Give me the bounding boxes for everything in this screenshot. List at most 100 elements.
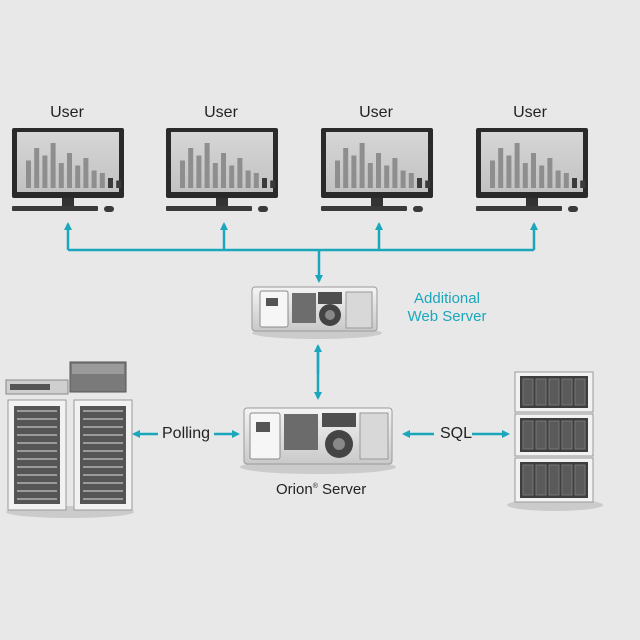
monitor-chart-bar [99, 173, 105, 188]
monitor-chart-bar [237, 158, 243, 188]
monitor-chart-bar [196, 155, 202, 188]
user-bus-connectors [64, 222, 538, 283]
monitor-chart-bar [539, 165, 545, 188]
monitor-chart-bar [91, 170, 97, 188]
db-drive-bay [548, 464, 560, 496]
db-drive-bay [574, 378, 586, 406]
rack-drive-slot [17, 458, 57, 460]
rack-drive-slot [83, 466, 123, 468]
rack-drive-slot [83, 450, 123, 452]
monitor-chart-bar [490, 160, 495, 188]
rack-drive-slot [17, 474, 57, 476]
db-drive-bay [574, 420, 586, 450]
additional-web-server-label: Additional Web Server [392, 290, 502, 326]
rack-drive-slot [83, 458, 123, 460]
rack-drive-slot [17, 450, 57, 452]
monitor-chart-bar [50, 143, 56, 188]
rack-drive-slot [17, 426, 57, 428]
monitor-4 [476, 128, 588, 212]
network-devices-icon [5, 361, 134, 518]
monitor-chart-bar [245, 170, 251, 188]
rack-drive-slot [83, 442, 123, 444]
monitor-1 [12, 128, 124, 212]
monitor-chart-bar [116, 180, 122, 188]
db-drive-bay [561, 420, 573, 450]
monitor-chart-bar [522, 163, 528, 188]
database-server-icon [507, 371, 603, 511]
db-drive-bay [574, 464, 586, 496]
monitor-chart-bar [580, 180, 586, 188]
rack-drive-slot [17, 442, 57, 444]
monitor-2 [166, 128, 278, 212]
monitor-chart-bar [408, 173, 414, 188]
monitor-chart-bar [376, 153, 381, 188]
rack-drive-slot [17, 466, 57, 468]
monitor-chart-bar [425, 180, 431, 188]
monitor-chart-bar [514, 143, 520, 188]
user-workstations [12, 128, 588, 212]
db-drive-bay [522, 464, 534, 496]
monitor-chart-bar [563, 173, 569, 188]
db-drive-bay [548, 378, 560, 406]
db-drive-bay [535, 378, 547, 406]
registered-mark: ® [312, 483, 318, 490]
monitor-chart-bar [359, 143, 365, 188]
orion-server-icon [240, 407, 396, 474]
monitor-chart-bar [335, 160, 340, 188]
orion-suffix: Server [317, 481, 367, 498]
web-server-label-line1: Additional [414, 290, 480, 307]
monitor-chart-bar [83, 158, 89, 188]
sql-label: SQL [440, 425, 473, 442]
rack-drive-slot [83, 410, 123, 412]
rack-drive-slot [17, 482, 57, 484]
rack-drive-slot [17, 498, 57, 500]
rack-drive-slot [83, 482, 123, 484]
monitor-chart-bar [188, 148, 194, 188]
monitor-chart-bar [417, 178, 422, 188]
db-drive-bay [522, 420, 534, 450]
rack-drive-slot [83, 498, 123, 500]
monitor-chart-bar [547, 158, 553, 188]
user-label-2: User [204, 104, 238, 121]
rack-drive-slot [17, 490, 57, 492]
user-label-4: User [513, 104, 547, 121]
monitor-chart-bar [67, 153, 72, 188]
monitor-chart-bar [270, 180, 276, 188]
monitor-chart-bar [108, 178, 113, 188]
additional-web-server-icon [251, 286, 382, 339]
rack-drive-slot [83, 418, 123, 420]
rack-drive-slot [17, 410, 57, 412]
monitor-chart-bar [262, 178, 267, 188]
monitor-chart-bar [392, 158, 398, 188]
monitor-chart-bar [42, 155, 48, 188]
monitor-chart-bar [555, 170, 561, 188]
orion-name: Orion [276, 481, 313, 498]
monitor-3 [321, 128, 433, 212]
monitor-chart-bar [384, 165, 390, 188]
monitor-chart-bar [26, 160, 31, 188]
rack-drive-slot [83, 474, 123, 476]
monitor-chart-bar [343, 148, 349, 188]
web-server-label-line2: Web Server [407, 308, 487, 325]
monitor-chart-bar [351, 155, 357, 188]
db-drive-bay [561, 378, 573, 406]
rack-drive-slot [83, 426, 123, 428]
monitor-chart-bar [180, 160, 185, 188]
db-drive-bay [535, 420, 547, 450]
rack-drive-slot [83, 490, 123, 492]
monitor-chart-bar [34, 148, 40, 188]
monitor-chart-bar [58, 163, 64, 188]
monitor-chart-bar [531, 153, 536, 188]
user-label-3: User [359, 104, 393, 121]
monitor-chart-bar [400, 170, 406, 188]
monitor-chart-bar [572, 178, 577, 188]
monitor-chart-bar [367, 163, 373, 188]
db-drive-bay [535, 464, 547, 496]
orion-server-label: Orion® Server [276, 481, 366, 498]
monitor-chart-bar [253, 173, 259, 188]
monitor-chart-bar [204, 143, 210, 188]
monitor-chart-bar [212, 163, 218, 188]
db-drive-bay [522, 378, 534, 406]
monitor-chart-bar [506, 155, 512, 188]
